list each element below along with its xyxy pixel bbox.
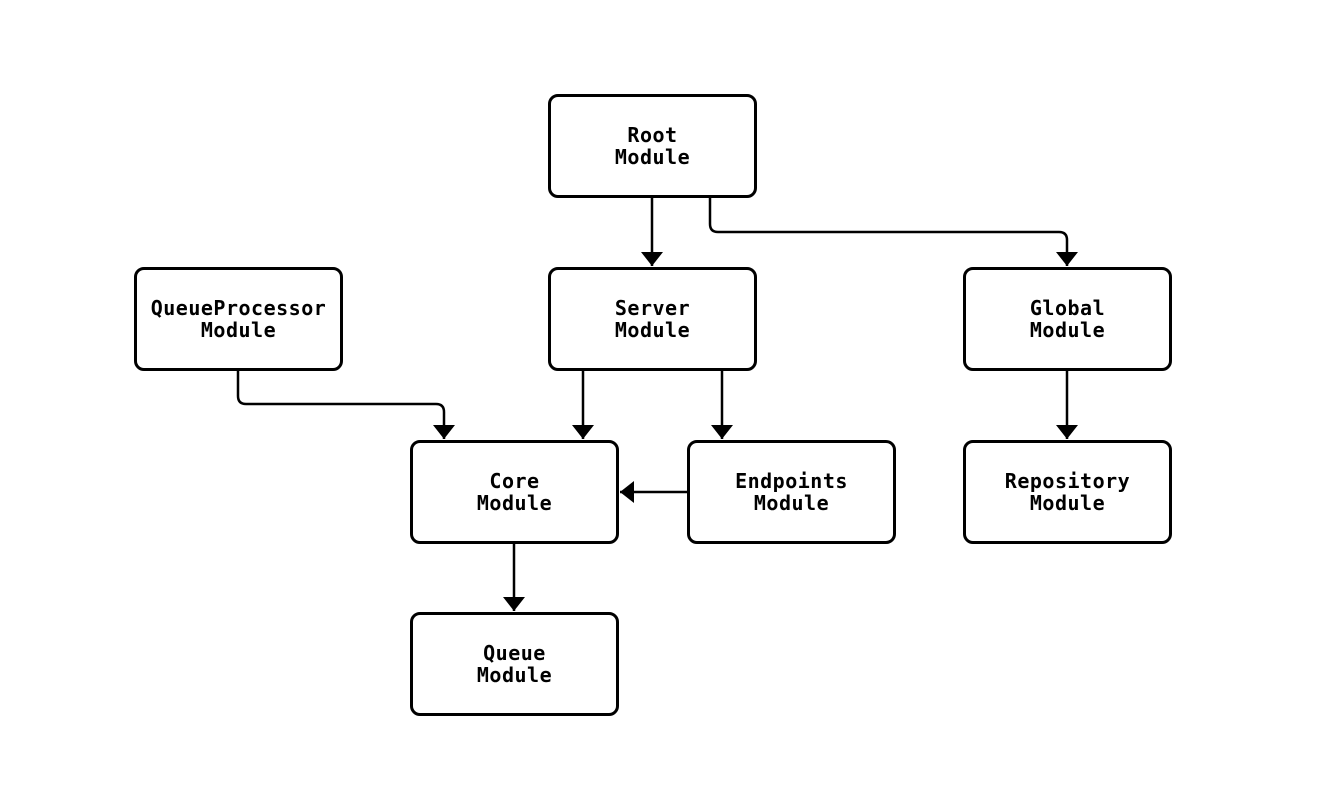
node-label: QueueProcessor Module <box>150 296 327 342</box>
edge-group <box>236 198 1078 611</box>
node-label: Global Module <box>1029 296 1106 342</box>
node-label: Endpoints Module <box>735 469 848 515</box>
edge-queueprocessor-to-core <box>236 371 455 439</box>
node-root-module: Root Module <box>548 94 757 198</box>
node-label: Root Module <box>614 123 691 169</box>
node-label: Core Module <box>476 469 553 515</box>
node-repository-module: Repository Module <box>963 440 1172 544</box>
node-global-module: Global Module <box>963 267 1172 371</box>
node-server-module: Server Module <box>548 267 757 371</box>
node-queue-module: Queue Module <box>410 612 619 716</box>
node-endpoints-module: Endpoints Module <box>687 440 896 544</box>
node-core-module: Core Module <box>410 440 619 544</box>
node-label: Queue Module <box>476 641 553 687</box>
node-label: Server Module <box>614 296 691 342</box>
node-label: Repository Module <box>1004 469 1131 515</box>
node-queueprocessor-module: QueueProcessor Module <box>134 267 343 371</box>
edge-root-to-global <box>708 198 1078 266</box>
